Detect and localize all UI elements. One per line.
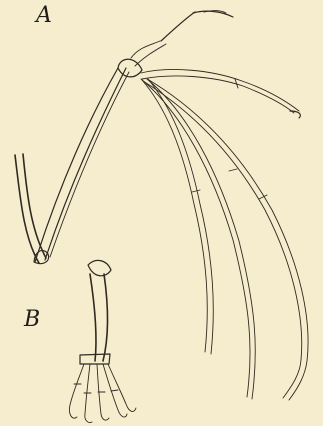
- finger-four-edge: [149, 80, 308, 400]
- finger-two-bottom: [142, 76, 294, 113]
- wing-a: [15, 11, 308, 400]
- forearm-bone-ridge: [50, 72, 129, 257]
- finger-two-tip: [290, 111, 300, 118]
- thumb-bone: [131, 41, 160, 58]
- wrist-joint: [118, 59, 142, 77]
- forearm-b-bone-edge: [103, 274, 108, 361]
- humerus-bone-edge: [23, 154, 46, 258]
- elbow-b-joint: [88, 260, 111, 275]
- forearm-bone: [35, 68, 118, 262]
- finger-five-edge: [148, 79, 213, 354]
- thumb-claw: [193, 11, 233, 17]
- finger-four-joint: [259, 195, 267, 199]
- thumb-claw-base: [161, 12, 195, 41]
- figure-label-a: A: [34, 3, 52, 28]
- figure-label-b: B: [23, 307, 40, 332]
- finger-b-one: [69, 364, 84, 418]
- finger-b-joint-four: [111, 390, 118, 391]
- finger-five-joint: [192, 190, 200, 192]
- finger-three: [141, 79, 250, 397]
- forearm-b-bone: [90, 274, 96, 361]
- finger-four: [143, 81, 302, 398]
- humerus-bone: [15, 155, 39, 263]
- finger-three-joint: [229, 169, 237, 171]
- wing-b: [69, 260, 136, 422]
- finger-b-five: [108, 364, 136, 411]
- thumb-bone-edge: [135, 44, 166, 66]
- finger-five: [142, 80, 207, 352]
